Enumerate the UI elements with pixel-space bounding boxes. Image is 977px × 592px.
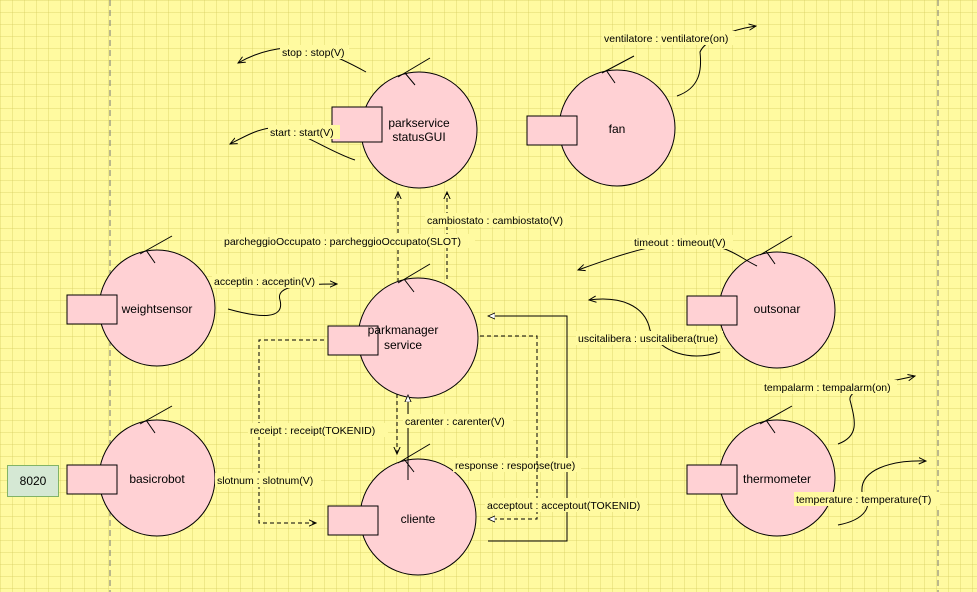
actor-label: outsonar [754,302,801,316]
actor-parkservice-statusgui[interactable]: parkservice statusGUI [331,57,478,189]
msg-label-acceptin: acceptin : acceptin(V) [214,276,315,288]
msg-label-parcheggiooccupato: parcheggioOccupato : parcheggioOccupato(… [224,236,461,248]
edge-uscitalibera[interactable] [589,299,721,357]
msg-label-start: start : start(V) [270,127,334,139]
msg-label-temperature: temperature : temperature(T) [796,494,931,506]
msg-label-tempalarm: tempalarm : tempalarm(on) [764,382,891,394]
actor-label: fan [609,122,626,136]
actor-label: thermometer [743,472,811,486]
msg-label-cambiostato: cambiostato : cambiostato(V) [427,215,563,227]
actor-outsonar[interactable]: outsonar [686,235,836,369]
msg-label-receipt: receipt : receipt(TOKENID) [250,425,375,437]
actor-label: parkservice [388,116,450,130]
edge-acceptout[interactable] [480,335,538,519]
msg-label-timeout: timeout : timeout(V) [634,237,726,249]
actor-label: statusGUI [392,130,445,144]
actor-label: weightsensor [121,302,193,316]
edge-ventilatore[interactable] [676,26,756,97]
edge-temperature[interactable] [837,461,926,526]
msg-label-stop: stop : stop(V) [282,47,344,59]
msg-label-response: response : response(true) [455,460,575,472]
edge-acceptin[interactable] [227,284,337,317]
actor-label: basicrobot [129,472,185,486]
port-badge: 8020 [7,465,59,497]
msg-label-uscitalibera: uscitalibera : uscitalibera(true) [578,333,718,345]
msg-label-ventilatore: ventilatore : ventilatore(on) [604,33,728,45]
actor-weightsensor[interactable]: weightsensor [66,235,216,367]
actor-label: parkmanager [368,323,439,337]
edge-response[interactable] [488,316,568,542]
actor-cliente[interactable]: cliente [327,443,477,576]
actor-label: service [384,338,422,352]
msg-label-carenter: carenter : carenter(V) [405,416,505,428]
actor-fan[interactable]: fan [526,55,676,187]
actor-basicrobot[interactable]: basicrobot [66,405,216,537]
msg-label-acceptout: acceptout : acceptout(TOKENID) [487,500,640,512]
actor-parkmanager-service[interactable]: parkmanager service [327,263,479,399]
msg-label-slotnum: slotnum : slotnum(V) [217,475,313,487]
actor-label: cliente [401,512,436,526]
actor-thermometer[interactable]: thermometer [686,405,836,537]
